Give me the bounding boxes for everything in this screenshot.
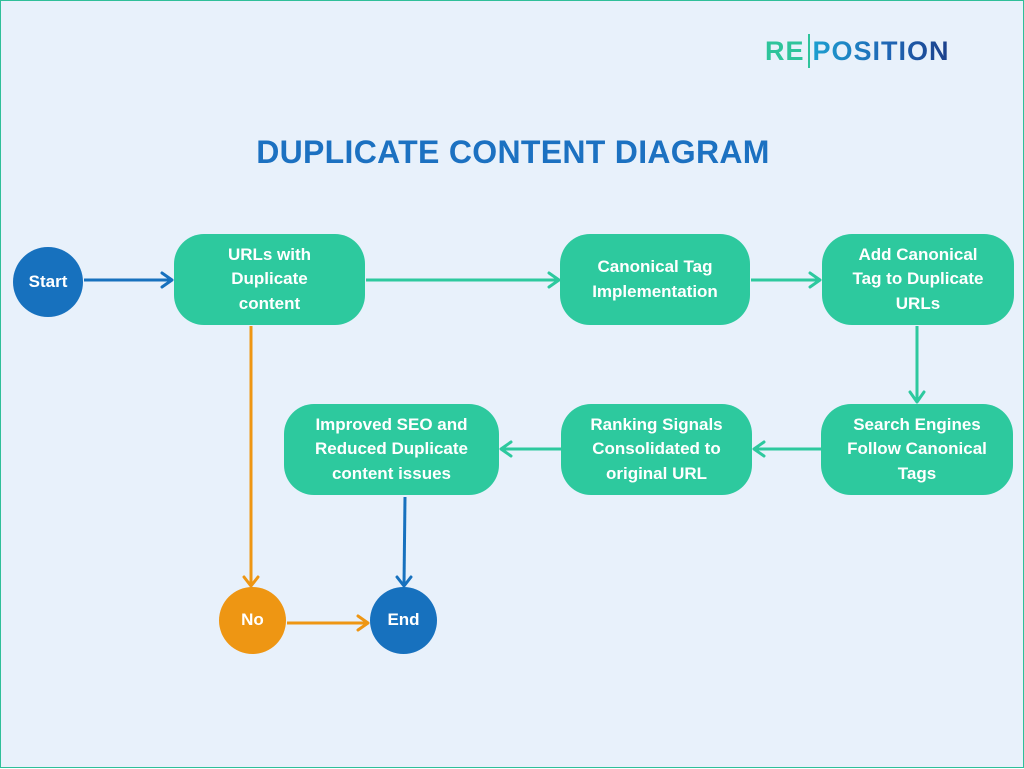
arrow-urls-to-no [242,326,260,588]
diagram-title: DUPLICATE CONTENT DIAGRAM [256,134,770,170]
process-search-engines-follow-canonical: Search Engines Follow Canonical Tags [821,404,1013,495]
arrow-no-to-end [287,614,370,632]
process-improved-seo: Improved SEO and Reduced Duplicate conte… [284,404,499,495]
arrow-improved-to-end [395,496,413,588]
process-urls-with-duplicate-content: URLs with Duplicate content [174,234,365,325]
logo-divider [807,34,810,68]
arrow-implementation-to-add-canonical [751,271,822,289]
process-canonical-tag-implementation: Canonical Tag Implementation [560,234,750,325]
process-ranking-signals-consolidated: Ranking Signals Consolidated to original… [561,404,752,495]
brand-logo: RE POSITION [765,31,950,71]
arrow-ranking-to-improved [499,440,561,458]
logo-text-position: POSITION [812,35,950,66]
arrow-urls-to-canonical-implementation [366,271,561,289]
arrow-start-to-urls [84,271,174,289]
decision-no-node: No [219,587,286,654]
arrow-add-canonical-to-search-engines [908,326,926,404]
end-node: End [370,587,437,654]
logo-text-re: RE [765,35,805,66]
start-node: Start [13,247,83,317]
arrow-search-engines-to-ranking [752,440,821,458]
process-add-canonical-tag: Add Canonical Tag to Duplicate URLs [822,234,1014,325]
